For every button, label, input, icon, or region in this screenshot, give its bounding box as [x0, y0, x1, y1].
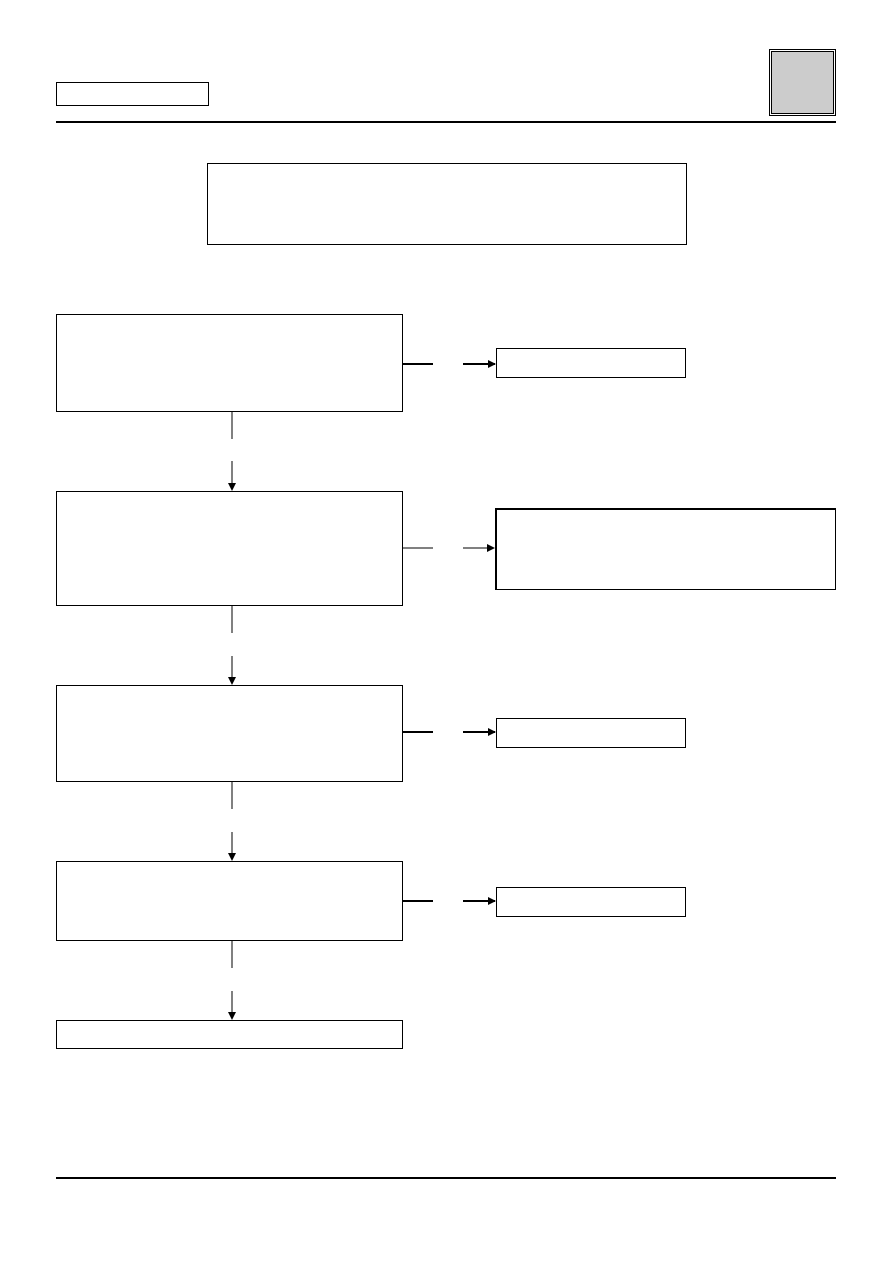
branch-box-3	[496, 718, 686, 748]
branch-box-1	[496, 348, 686, 378]
step-box-1	[56, 314, 403, 412]
branch-box-2	[495, 508, 836, 590]
section-tab	[769, 49, 836, 116]
branch-box-4	[496, 887, 686, 917]
step-box-3	[56, 685, 403, 782]
step-box-4	[56, 861, 403, 941]
footer-text	[56, 1184, 836, 1200]
step-box-2	[56, 491, 403, 606]
footer-rule	[56, 1177, 836, 1179]
reference-label-box	[56, 82, 209, 106]
header-rule	[56, 121, 836, 123]
final-box	[56, 1020, 403, 1049]
title-box	[207, 163, 687, 245]
